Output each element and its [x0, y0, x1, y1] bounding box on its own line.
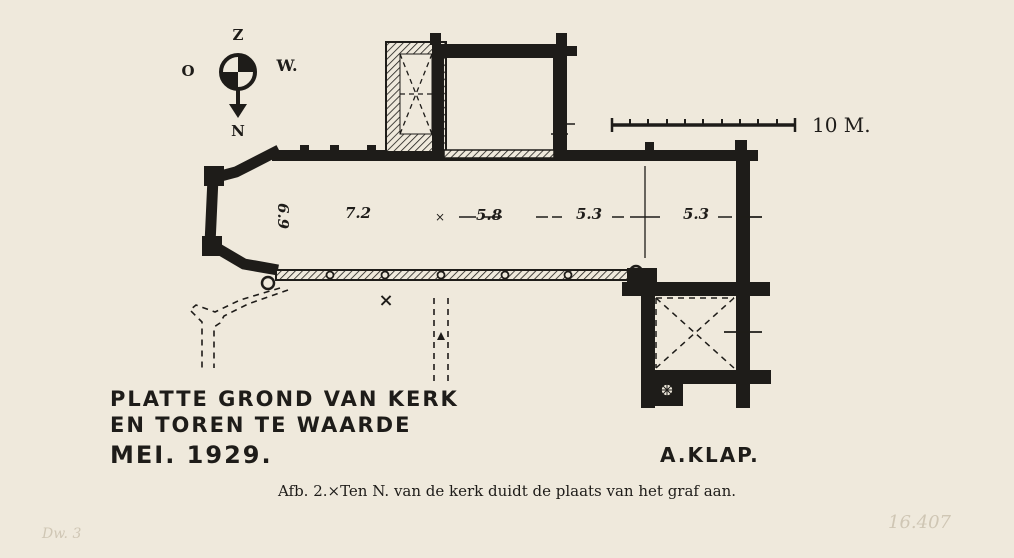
- tower-bottom-wall: [641, 370, 771, 384]
- measurements: 6.9 7.2 × 5.8 5.3 5.3 ×: [274, 203, 709, 311]
- compass-label-top: Z: [233, 26, 244, 44]
- north-room-top-wall: [432, 44, 567, 58]
- compass-label-right: W.: [275, 56, 297, 75]
- scale-label: 10 M.: [812, 113, 871, 137]
- grave-location-mark: ×: [378, 290, 393, 311]
- title-line-1: PLATTE GROND VAN KERK: [110, 387, 459, 411]
- scale-bar: 10 M.: [610, 113, 871, 137]
- measurement-label: 5.3: [576, 205, 602, 223]
- title-line-2: EN TOREN TE WAARDE: [110, 413, 411, 437]
- measurement-label: 5.8: [476, 206, 503, 224]
- compass-quadrant-ne: [238, 55, 255, 72]
- nave-center-mark: ×: [435, 210, 445, 224]
- compass-quadrant-sw: [221, 72, 238, 89]
- tower-top-wall: [622, 282, 770, 296]
- figure-caption: Afb. 2.×Ten N. van de kerk duidt de plaa…: [277, 482, 737, 500]
- measurement-label: 7.2: [345, 204, 371, 222]
- compass-rose: Z O W. N: [181, 26, 297, 140]
- title-block: PLATTE GROND VAN KERK EN TOREN TE WAARDE…: [110, 387, 760, 469]
- measurement-label: 5.3: [683, 205, 709, 223]
- pencil-note-left: Dw. 3: [41, 526, 81, 542]
- measurement-label: 6.9: [274, 203, 292, 230]
- compass-arrow-head: [229, 104, 247, 118]
- apse-wall: [204, 145, 282, 276]
- author-signature: A.KLAP.: [660, 443, 760, 467]
- north-room-east-wall: [553, 44, 567, 158]
- east-wall: [736, 150, 750, 408]
- church-plan: [188, 33, 771, 408]
- compass-label-left: O: [181, 62, 194, 80]
- pencil-note-right: 16.407: [888, 512, 952, 533]
- title-line-3: MEI. 1929.: [110, 441, 273, 469]
- compass-label-bottom: N: [231, 122, 245, 140]
